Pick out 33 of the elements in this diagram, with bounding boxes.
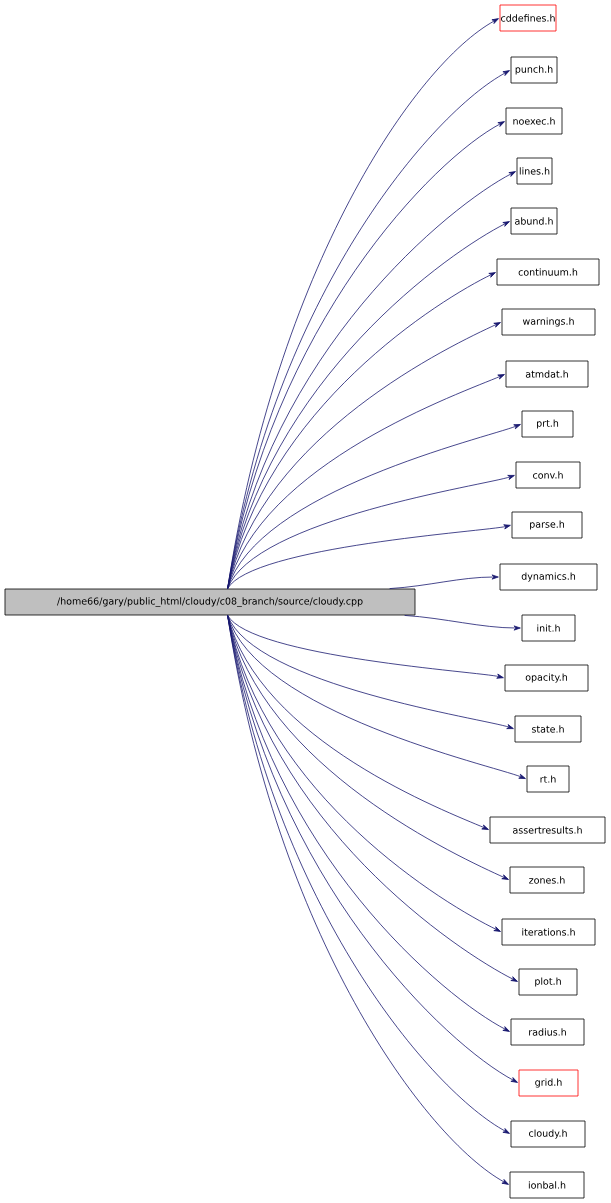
header-file-box: plot.h [518,968,578,996]
arrow [227,524,511,589]
arrow [404,615,521,631]
header-file-box: assertresults.h [489,816,606,844]
arrow [227,322,501,589]
header-file-box: continuum.h [496,258,600,286]
header-file-box: state.h [514,715,582,743]
header-file-box: radius.h [510,1018,585,1046]
header-file-box: prt.h [521,410,574,438]
header-file-box: opacity.h [504,664,589,692]
arrow [227,475,515,589]
header-file-box: grid.h [518,1069,579,1097]
arrow [389,574,499,589]
header-file-box: conv.h [515,461,581,489]
header-file-box: parse.h [511,511,583,539]
header-file-box: cddefines.h [499,4,557,32]
header-file-box: atmdat.h [505,360,589,388]
header-file-box: ionbal.h [509,1171,585,1199]
header-file-box: lines.h [516,157,553,185]
header-file-box: dynamics.h [499,563,598,591]
arrow [227,615,501,932]
header-file-box: zones.h [509,866,585,894]
header-file-box: init.h [521,614,576,642]
header-file-box: iterations.h [501,918,596,946]
arrow [227,615,504,679]
arrow [227,615,514,729]
source-file-box: /home66/gary/public_html/cloudy/c08_branch/source/cloudy.cpp [4,588,416,616]
header-file-box: noexec.h [505,107,563,135]
header-file-box: cloudy.h [510,1120,586,1148]
header-file-box: punch.h [510,56,558,84]
header-file-box: rt.h [526,765,570,793]
header-file-box: warnings.h [501,308,596,336]
header-file-box: abund.h [510,207,558,235]
